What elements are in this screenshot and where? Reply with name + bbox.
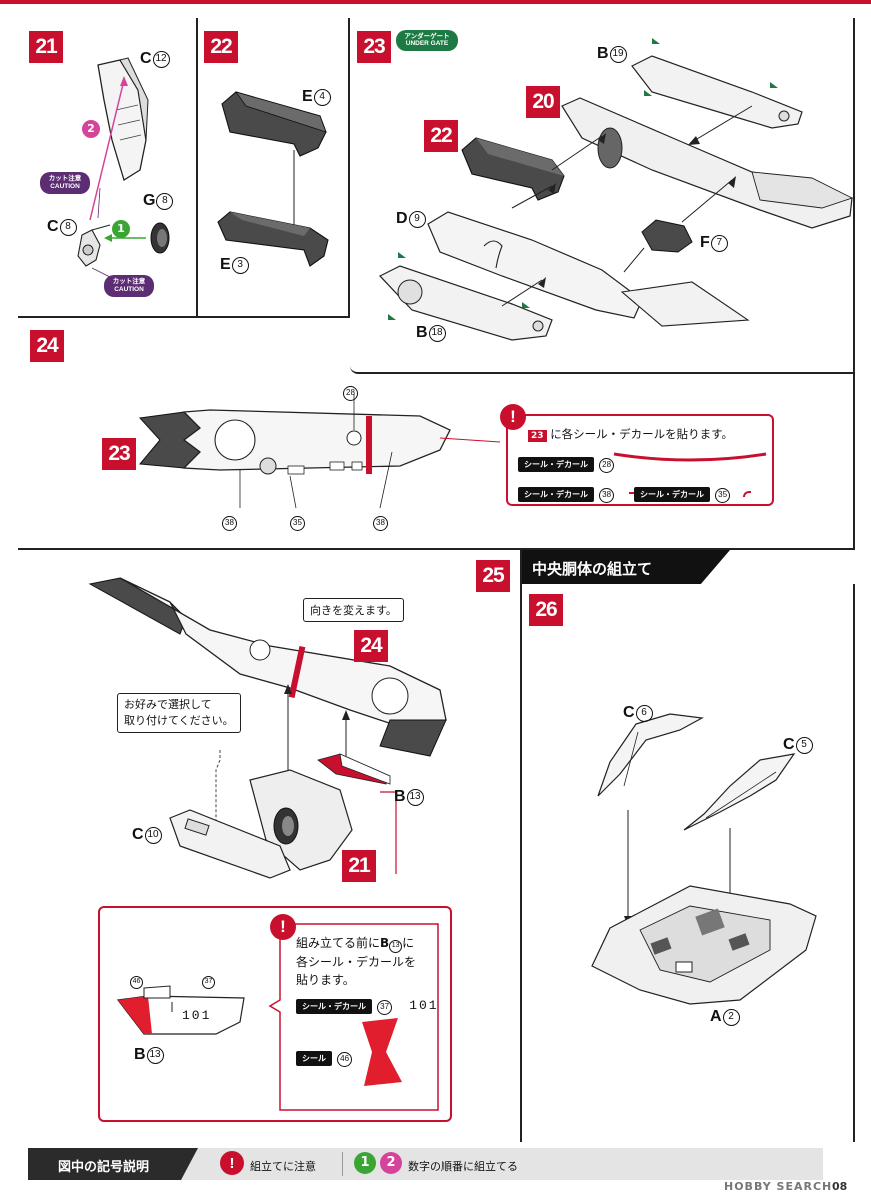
step-21-panel [18, 18, 198, 318]
legend-title-box [28, 1148, 198, 1180]
callout-38-right: 38 [373, 510, 388, 531]
callout-38-left: 38 [222, 510, 237, 531]
b13-decal-row-37: シール・デカール 37 101 [296, 994, 439, 1015]
step-23-ref-22: 22 [424, 120, 458, 152]
decal-row-28: シール・デカール 28 [518, 452, 615, 473]
decal-28-strip [613, 452, 767, 462]
step-25-ref-21: 21 [342, 850, 376, 882]
section-title: 中央胴体の組立て [532, 560, 653, 578]
legend-caution-icon: ! [220, 1151, 244, 1175]
legend-order-label: 数字の順番に組立てる [408, 1160, 518, 1173]
callout-35: 35 [290, 510, 305, 531]
step-24-panel [18, 318, 855, 550]
step-25-ref-24: 24 [354, 630, 388, 662]
step-25-panel [18, 550, 522, 1142]
choice-note: お好みで選択して取り付けてください。 [117, 693, 241, 733]
turn-note: 向きを変えます。 [303, 598, 404, 622]
seal-46-shape [362, 1018, 402, 1086]
step-23-ref-20: 20 [526, 86, 560, 118]
step-24-ref-23: 23 [102, 438, 136, 470]
step-24-number: 24 [30, 330, 64, 362]
step-23-number: 23 [357, 31, 391, 63]
detail-callout-46: 46 [130, 968, 143, 989]
step-25-illustration [88, 577, 447, 879]
b13-seal-row-46: シール 46 [296, 1046, 353, 1067]
step-22-illustration [217, 91, 329, 267]
order-1-badge: 1 [112, 220, 130, 238]
callout-28: 28 [343, 380, 358, 401]
legend-order-2-badge: 2 [380, 1152, 402, 1174]
step-26-illustration [591, 713, 817, 1005]
detail-decal-101: 101 [182, 1008, 212, 1023]
caution-icon-25: ! [270, 914, 296, 940]
page-number: 08 [832, 1180, 848, 1193]
step-21-number: 21 [29, 31, 63, 63]
legend-order-1-badge: 1 [354, 1152, 376, 1174]
top-red-rule [0, 0, 871, 18]
legend-divider [342, 1152, 343, 1176]
legend-caution-label: 組立てに注意 [250, 1160, 316, 1173]
decal-row-35: シール・デカール 35 [634, 482, 752, 503]
order-2-badge: 2 [82, 120, 100, 138]
step-24-illustration [138, 394, 501, 509]
step-26-number: 26 [529, 594, 563, 626]
step-21-illustration [77, 57, 170, 279]
step-23-illustration [379, 38, 854, 341]
hobby-search-watermark: HOBBY SEARCH [724, 1180, 833, 1193]
step-23-panel [350, 18, 855, 374]
decal-note-line: 23 に各シール・デカールを貼ります。 [528, 426, 733, 442]
step-26-panel [522, 584, 855, 1142]
step-22-panel [198, 18, 350, 318]
step-25-number: 25 [476, 560, 510, 592]
legend-title: 図中の記号説明 [58, 1160, 150, 1175]
step-22-number: 22 [204, 31, 238, 63]
b13-detail-part [116, 985, 245, 1035]
decal-row-38: シール・デカール 38 [518, 482, 638, 503]
detail-callout-37: 37 [202, 968, 215, 989]
section-title-bar [522, 550, 730, 584]
caution-icon-24: ! [500, 404, 526, 430]
